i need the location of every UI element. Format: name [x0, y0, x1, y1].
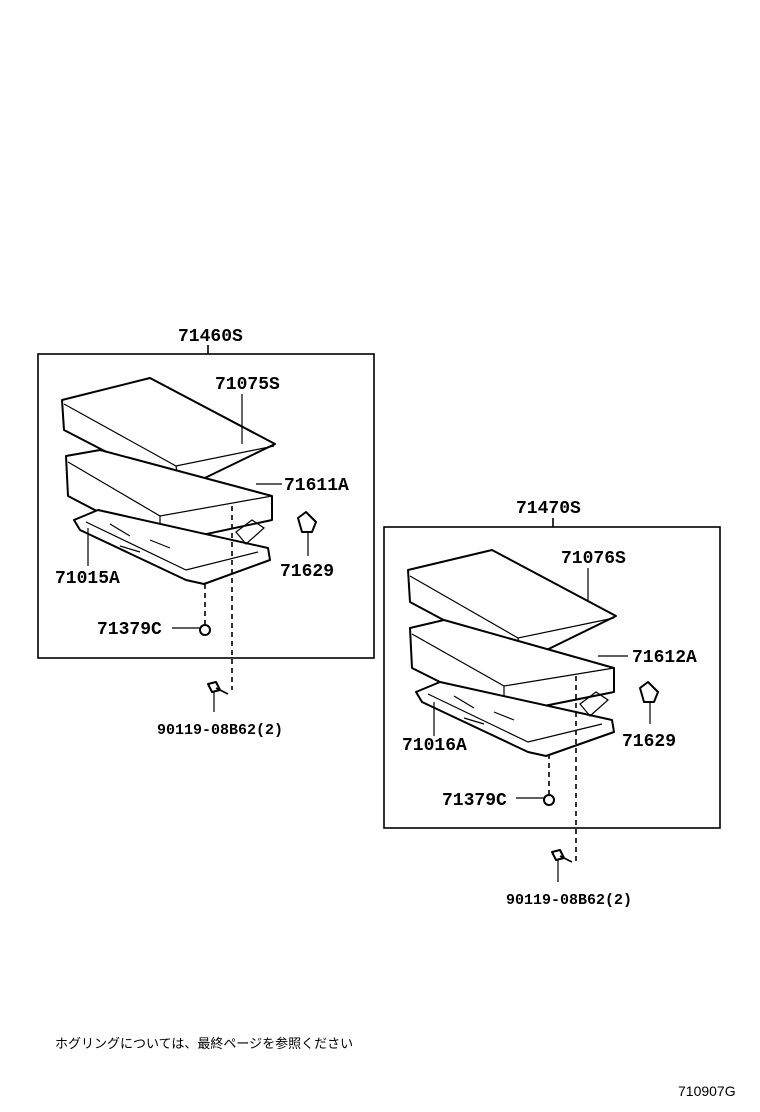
footnote: ホグリングについては、最終ページを参照ください — [55, 1036, 353, 1052]
screw-label-2[interactable]: 90119-08B62(2) — [506, 892, 632, 909]
clip-icon-2 — [543, 794, 555, 806]
pad-label-2[interactable]: 71612A — [632, 648, 697, 668]
clip-label-1[interactable]: 71379C — [97, 620, 162, 640]
assembly-group-2: 71470S 71076S 71612A 71016A — [383, 499, 721, 909]
cap-label-2[interactable]: 71629 — [622, 732, 676, 752]
clip-label-2[interactable]: 71379C — [442, 791, 507, 811]
screw-label-1[interactable]: 90119-08B62(2) — [157, 722, 283, 739]
frame-1 — [73, 509, 271, 585]
frame-2 — [415, 681, 615, 757]
cushion-cover-label-2[interactable]: 71076S — [561, 549, 626, 569]
cap-label-1[interactable]: 71629 — [280, 562, 334, 582]
screw-icon-1 — [207, 681, 229, 695]
cap-1 — [297, 511, 317, 533]
assembly-label-1[interactable]: 71460S — [178, 327, 243, 347]
cushion-cover-2 — [407, 549, 617, 663]
assembly-box-2 — [383, 526, 721, 829]
clip-icon-1 — [199, 624, 211, 636]
frame-label-1[interactable]: 71015A — [55, 569, 120, 589]
frame-label-2[interactable]: 71016A — [402, 736, 467, 756]
cushion-cover-label-1[interactable]: 71075S — [215, 375, 280, 395]
pad-label-1[interactable]: 71611A — [284, 476, 349, 496]
assembly-box-1 — [37, 353, 375, 659]
cap-2 — [639, 681, 659, 703]
screw-icon-2 — [551, 849, 573, 863]
figure-code: 710907G — [678, 1083, 736, 1099]
assembly-group-1: 71460S 71075S 71611A 71015A — [37, 327, 375, 739]
assembly-label-2[interactable]: 71470S — [516, 499, 581, 519]
